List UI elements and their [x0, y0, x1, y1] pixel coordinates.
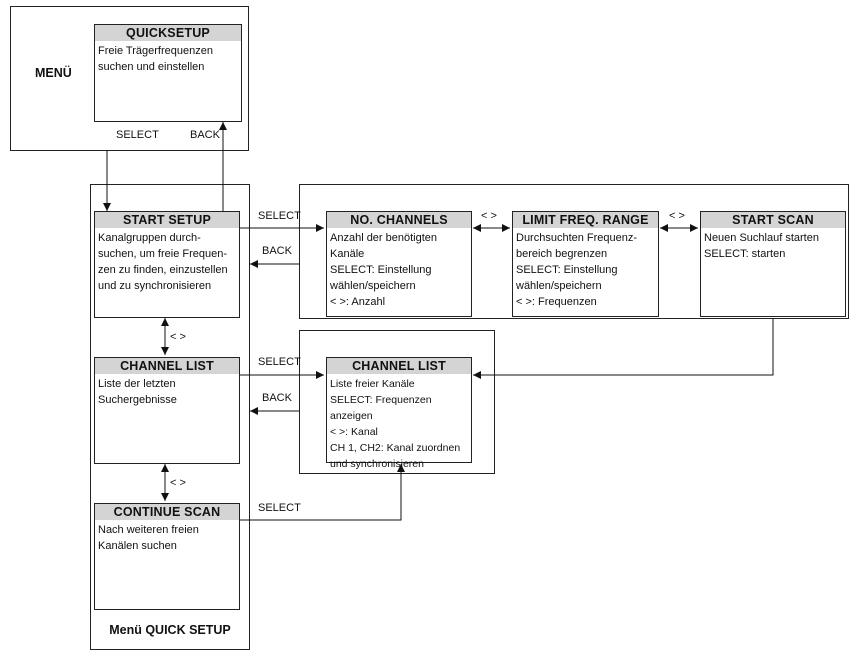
channel-list-flow-title: CHANNEL LIST [327, 358, 471, 374]
setup-flow-back-label: BACK [262, 245, 292, 257]
continue-scan-select-arrow [239, 464, 405, 521]
start-setup-channel-list-nav-label: < > [170, 331, 186, 343]
quick-setup-menu-frame [90, 184, 250, 650]
start-scan-box[interactable]: START SCAN Neuen Suchlauf starten SELECT… [700, 211, 846, 317]
menu-select-label: SELECT [116, 129, 159, 141]
start-setup-title: START SETUP [95, 212, 239, 228]
limit-freq-range-title: LIMIT FREQ. RANGE [513, 212, 658, 228]
quicksetup-title: QUICKSETUP [95, 25, 241, 41]
channel-list-menu-title: CHANNEL LIST [95, 358, 239, 374]
quicksetup-text: Freie Trägerfrequenzen suchen und einste… [98, 45, 213, 73]
channel-list-flow-select-label: SELECT [258, 356, 301, 368]
channel-list-flow-text: Liste freier Kanäle SELECT: Frequenzen a… [330, 378, 461, 470]
no-channels-box[interactable]: NO. CHANNELS Anzahl der benötigten Kanäl… [326, 211, 472, 317]
setup-flow-select-label: SELECT [258, 210, 301, 222]
setup-flow-frame [299, 184, 849, 319]
channel-list-flow-box[interactable]: CHANNEL LIST Liste freier Kanäle SELECT:… [326, 357, 472, 470]
channel-list-flow-back-label: BACK [262, 392, 292, 404]
limit-freq-range-box[interactable]: LIMIT FREQ. RANGE Durchsuchten Frequenz-… [512, 211, 659, 317]
continue-scan-box[interactable]: CONTINUE SCAN Nach weiteren freien Kanäl… [94, 503, 240, 610]
menu-back-label: BACK [190, 129, 220, 141]
start-scan-to-channel-list-arrow [473, 319, 774, 379]
quick-setup-menu-caption: Menü QUICK SETUP [109, 623, 231, 637]
channel-list-flow-frame [299, 330, 495, 474]
menu-label: MENÜ [35, 66, 72, 80]
setup-flow-nav-label-2: < > [669, 210, 685, 222]
quicksetup-box[interactable]: QUICKSETUP Freie Trägerfrequenzen suchen… [94, 24, 242, 122]
channel-list-menu-box[interactable]: CHANNEL LIST Liste der letzten Suchergeb… [94, 357, 240, 464]
menu-frame [10, 6, 249, 151]
start-scan-title: START SCAN [701, 212, 845, 228]
start-setup-box[interactable]: START SETUP Kanalgruppen durch- suchen, … [94, 211, 240, 318]
continue-scan-text: Nach weiteren freien Kanälen suchen [98, 524, 199, 552]
continue-flow-select-label: SELECT [258, 502, 301, 514]
channel-list-menu-text: Liste der letzten Suchergebnisse [98, 378, 177, 406]
no-channels-title: NO. CHANNELS [327, 212, 471, 228]
setup-flow-nav-label-1: < > [481, 210, 497, 222]
channel-list-continue-scan-nav-label: < > [170, 477, 186, 489]
start-setup-text: Kanalgruppen durch- suchen, um freie Fre… [98, 232, 228, 292]
no-channels-text: Anzahl der benötigten Kanäle SELECT: Ein… [330, 232, 438, 308]
continue-scan-title: CONTINUE SCAN [95, 504, 239, 520]
limit-freq-range-text: Durchsuchten Frequenz- bereich begrenzen… [516, 232, 638, 308]
start-scan-text: Neuen Suchlauf starten SELECT: starten [704, 232, 819, 260]
